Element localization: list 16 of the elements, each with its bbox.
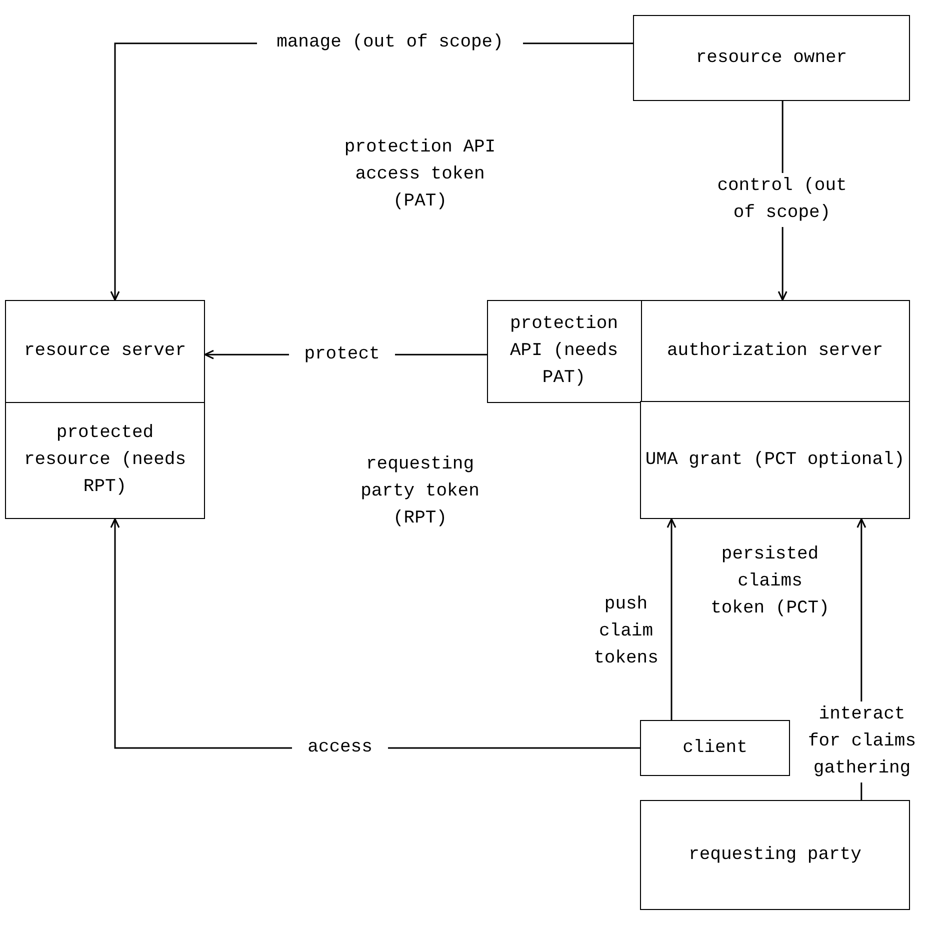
box-text: resource owner [694, 46, 848, 70]
process-box [640, 401, 910, 519]
box-text: requesting party [688, 844, 862, 866]
process-box [487, 300, 910, 403]
process-box [640, 720, 790, 776]
box-text: resource server [22, 340, 188, 363]
process-box [5, 402, 205, 519]
box-text: authorization server [666, 340, 884, 363]
box-text: protection API (needs PAT) [508, 312, 620, 390]
process-box [5, 300, 205, 403]
arrow [666, 518, 676, 720]
box-text: protected resource (needs RPT) [22, 422, 188, 499]
box-text: client [682, 736, 748, 760]
process-box [633, 15, 910, 101]
process-box [640, 800, 910, 910]
box-text: UMA grant (PCT optional) [644, 448, 906, 472]
